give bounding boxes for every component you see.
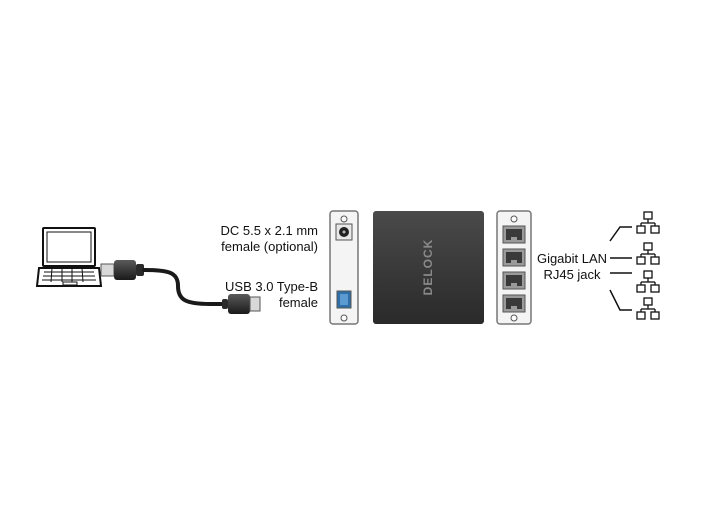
dc-jack xyxy=(335,223,353,241)
usb-label: USB 3.0 Type-B female xyxy=(225,279,318,311)
dc-label: DC 5.5 x 2.1 mm female (optional) xyxy=(220,223,318,255)
lan-label-line2: RJ45 jack xyxy=(543,267,601,282)
connector-lines xyxy=(609,226,632,311)
laptop-icon xyxy=(35,227,103,287)
device-body: DELOCK xyxy=(373,211,484,324)
rj45-jack xyxy=(502,271,526,290)
network-tree-icon xyxy=(636,297,660,320)
right-panel xyxy=(496,210,532,325)
network-tree-icon xyxy=(636,242,660,265)
network-tree-icon xyxy=(636,270,660,293)
network-topology-icon xyxy=(636,211,660,320)
dc-label-line1: DC 5.5 x 2.1 mm xyxy=(220,223,318,238)
usb-a-plug xyxy=(100,260,144,280)
usb-b-plug xyxy=(222,294,261,314)
brand-logo: DELOCK xyxy=(421,239,435,296)
usb-b-port xyxy=(336,290,352,309)
rj45-jack xyxy=(502,248,526,267)
usb-label-line1: USB 3.0 Type-B xyxy=(225,279,318,294)
usb-label-line2: female xyxy=(278,295,318,310)
dc-label-line2: female (optional) xyxy=(221,239,318,254)
rj45-jack xyxy=(502,225,526,244)
lan-label-line1: Gigabit LAN xyxy=(536,251,608,266)
rj45-jack xyxy=(502,294,526,313)
usb-cable xyxy=(142,268,224,306)
lan-label: Gigabit LAN RJ45 jack xyxy=(534,251,610,283)
left-panel xyxy=(329,210,359,325)
network-tree-icon xyxy=(636,211,660,234)
